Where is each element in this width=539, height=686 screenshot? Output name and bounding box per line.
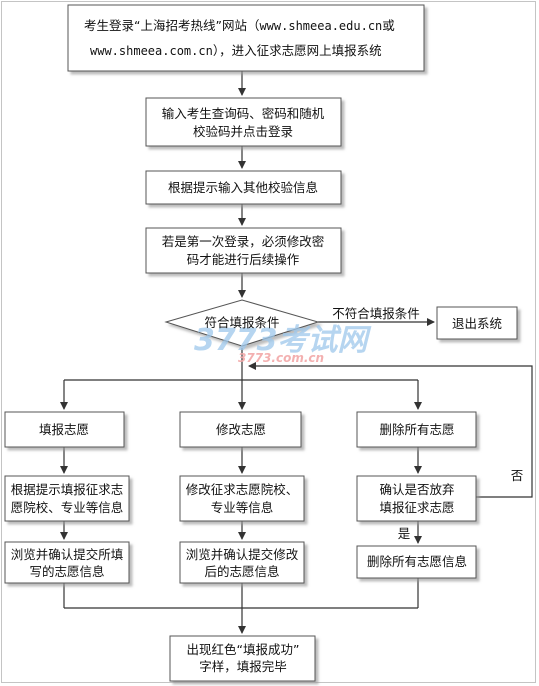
- arrow-confirm-no-loop: [248, 362, 533, 498]
- first-login-line2: 码才能进行后续操作: [187, 252, 300, 267]
- first-login-box: [145, 227, 342, 274]
- fill-step2-line1: 浏览并确认提交所填: [11, 547, 124, 562]
- connectors: [60, 71, 533, 634]
- finish-box: [169, 635, 316, 682]
- fill-step1-line1: 根据提示填报征求志: [11, 482, 124, 497]
- delete-yes-label: 是: [398, 526, 411, 541]
- modify-step1-line1: 修改征求志愿院校、: [186, 482, 299, 497]
- modify-step1-box: [179, 475, 305, 522]
- modify-step2-line2: 后的志愿信息: [204, 564, 279, 579]
- fill-title-text: 填报志愿: [39, 422, 89, 437]
- fill-step1-box: [4, 475, 130, 522]
- fill-step1-line2: 愿院校、专业等信息: [11, 500, 124, 515]
- modify-step2-line1: 浏览并确认提交修改: [186, 547, 299, 562]
- node-texts: 考生登录“上海招考热线”网站（www.shmeea.edu.cn或 www.sh…: [11, 18, 524, 674]
- delete-confirm-line2: 填报征求志愿: [379, 500, 454, 515]
- delete-title-box: [356, 411, 477, 448]
- delete-step2-text: 删除所有志愿信息: [367, 554, 467, 569]
- finish-line2: 字样，填报完毕: [199, 659, 287, 674]
- watermark-url-text: 3773.com.cn: [238, 351, 324, 365]
- node-boxes: [4, 4, 518, 682]
- enter-codes-line2: 校验码并点击登录: [193, 124, 293, 139]
- fill-title-box: [4, 411, 125, 448]
- login-site-line1: 考生登录“上海招考热线”网站（www.shmeea.edu.cn或: [84, 18, 395, 33]
- condition-diamond: [164, 299, 320, 347]
- delete-title-text: 删除所有志愿: [379, 422, 454, 437]
- enter-codes-line1: 输入考生查询码、密码和随机: [162, 106, 325, 121]
- delete-confirm-box: [356, 475, 477, 522]
- delete-confirm-line1: 确认是否放弃: [379, 482, 454, 497]
- modify-title-box: [179, 411, 302, 448]
- exit-text: 退出系统: [452, 316, 502, 331]
- modify-step2-box: [179, 541, 305, 584]
- delete-no-label: 否: [511, 468, 524, 483]
- delete-step2-box: [356, 545, 477, 579]
- exit-box: [436, 306, 518, 340]
- condition-text: 符合填报条件: [204, 315, 279, 330]
- login-site-line2: www.shmeea.com.cn），进入征求志愿网上填报系统: [90, 43, 382, 58]
- enter-verify-text: 根据提示输入其他校验信息: [168, 180, 318, 195]
- modify-title-text: 修改志愿: [216, 422, 266, 437]
- watermark: 3773考试网 3773.com.cn: [194, 323, 371, 365]
- login-site-box: [67, 4, 425, 72]
- first-login-line1: 若是第一次登录，必须修改密: [162, 234, 325, 249]
- fill-step2-line2: 写的志愿信息: [29, 564, 104, 579]
- watermark-logo-text: 3773考试网: [194, 323, 371, 358]
- modify-step1-line2: 专业等信息: [211, 500, 274, 515]
- enter-verify-box: [145, 170, 342, 205]
- condition-no-label: 不符合填报条件: [332, 306, 420, 321]
- enter-codes-box: [145, 97, 342, 147]
- finish-line1: 出现红色“填报成功”: [187, 642, 300, 657]
- fill-step2-box: [4, 541, 130, 584]
